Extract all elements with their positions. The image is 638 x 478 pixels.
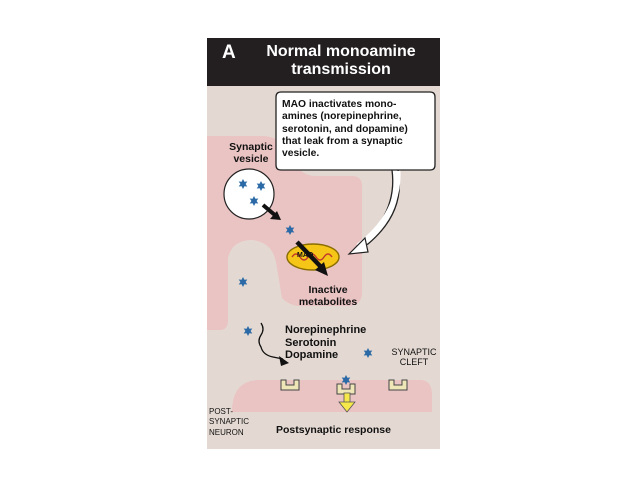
label-line: SYNAPTIC bbox=[391, 347, 437, 357]
label-line: Inactive bbox=[308, 284, 348, 296]
label-line: SYNAPTIC bbox=[209, 417, 250, 427]
receptor-2 bbox=[336, 383, 356, 395]
receptor-3 bbox=[388, 379, 408, 391]
title-line-2: transmission bbox=[291, 60, 391, 78]
label-line: POST- bbox=[209, 407, 234, 416]
leak-arrow bbox=[261, 203, 278, 218]
label-line: metabolites bbox=[298, 296, 358, 309]
mao-label: MAO bbox=[297, 252, 314, 259]
callout-box bbox=[275, 91, 436, 249]
receptor-1 bbox=[280, 379, 300, 391]
neurotransmitter-list: Norepinephrine Serotonin Dopamine bbox=[285, 324, 366, 362]
release-path bbox=[258, 322, 284, 360]
label-line: Serotonin bbox=[285, 336, 337, 349]
diagram-panel bbox=[207, 38, 440, 449]
panel-title: Normal monoamine transmission bbox=[246, 43, 436, 79]
header-bar bbox=[207, 38, 440, 86]
label-line: Dopamine bbox=[285, 349, 339, 362]
synaptic-vesicle bbox=[223, 168, 275, 220]
label-line: Norepinephrine bbox=[285, 324, 367, 336]
synaptic-cleft-label: SYNAPTIC CLEFT bbox=[388, 347, 440, 368]
postsynaptic-neuron-label: POST- SYNAPTIC NEURON bbox=[209, 407, 249, 438]
label-line: CLEFT bbox=[399, 357, 429, 368]
synaptic-vesicle-label: Synaptic vesicle bbox=[226, 141, 276, 165]
label-line: Synaptic bbox=[229, 141, 273, 153]
panel-letter: A bbox=[222, 42, 236, 63]
title-line-1: Normal monoamine bbox=[266, 43, 416, 60]
postsynaptic-response-label: Postsynaptic response bbox=[276, 424, 391, 436]
response-arrow bbox=[338, 392, 356, 413]
inactivation-arrow bbox=[295, 240, 324, 270]
inactive-metabolites-label: Inactive metabolites bbox=[298, 284, 358, 308]
label-line: vesicle bbox=[233, 153, 269, 166]
callout-text: MAO inactivates mono-amines (norepinephr… bbox=[282, 99, 408, 160]
label-line: NEURON bbox=[209, 427, 244, 437]
